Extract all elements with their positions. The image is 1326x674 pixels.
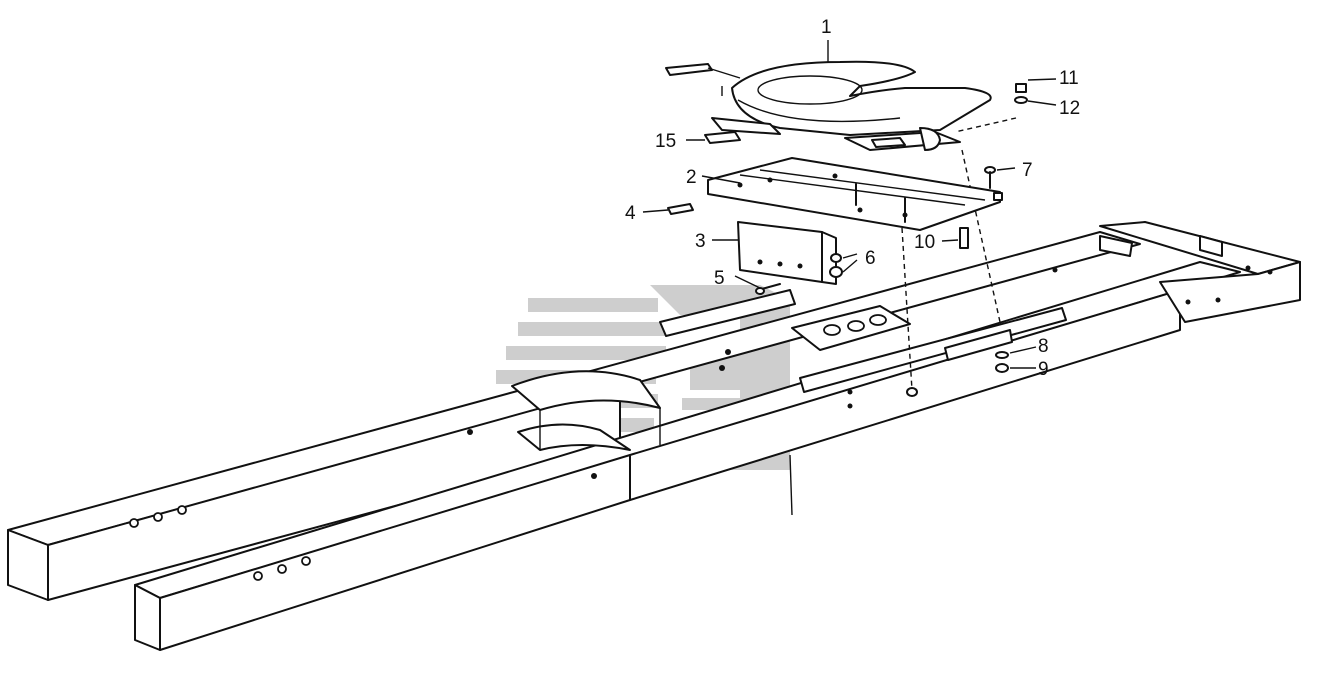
callout-9: 9	[1038, 359, 1049, 380]
callout-8: 8	[1038, 336, 1049, 357]
callout-4: 4	[625, 203, 636, 224]
callout-3: 3	[695, 231, 706, 252]
bracket-3	[737, 221, 837, 285]
callout-10: 10	[914, 232, 935, 253]
fifth-wheel-plate	[665, 60, 992, 151]
assembly-line-a	[954, 117, 1017, 133]
callout-6: 6	[865, 248, 876, 269]
frame-rear-crossmember	[1052, 221, 1301, 323]
callout-12: 12	[1059, 98, 1080, 119]
assembly-line-c	[901, 227, 913, 391]
reference-line	[789, 454, 793, 516]
bracket-pad-15	[704, 117, 781, 144]
assembly-line-b	[961, 149, 1001, 323]
callout-5: 5	[714, 268, 725, 289]
mounting-plate	[707, 157, 1003, 231]
callout-7: 7	[1022, 160, 1033, 181]
callout-11: 11	[1059, 68, 1079, 89]
callout-1: 1	[821, 17, 832, 38]
nuts-6	[829, 253, 843, 278]
leader-lines	[642, 40, 1057, 369]
frame-rail-left	[7, 231, 1141, 601]
mounting-angle-plate-left	[659, 289, 796, 337]
bolt-10	[959, 227, 969, 249]
mounting-angle-plate-right	[799, 307, 1067, 409]
callout-15: 15	[655, 131, 676, 152]
bolt-7	[984, 166, 996, 189]
shim-4	[667, 203, 694, 215]
nut-and-washer-11-12	[1014, 83, 1028, 104]
plate-bolts	[855, 183, 906, 223]
frame-front-crossmember	[511, 370, 661, 451]
frame-mid-crossmember	[791, 305, 911, 351]
bolt-5	[755, 283, 781, 295]
nut-washer-8-9	[906, 351, 1009, 397]
callout-2: 2	[686, 167, 697, 188]
